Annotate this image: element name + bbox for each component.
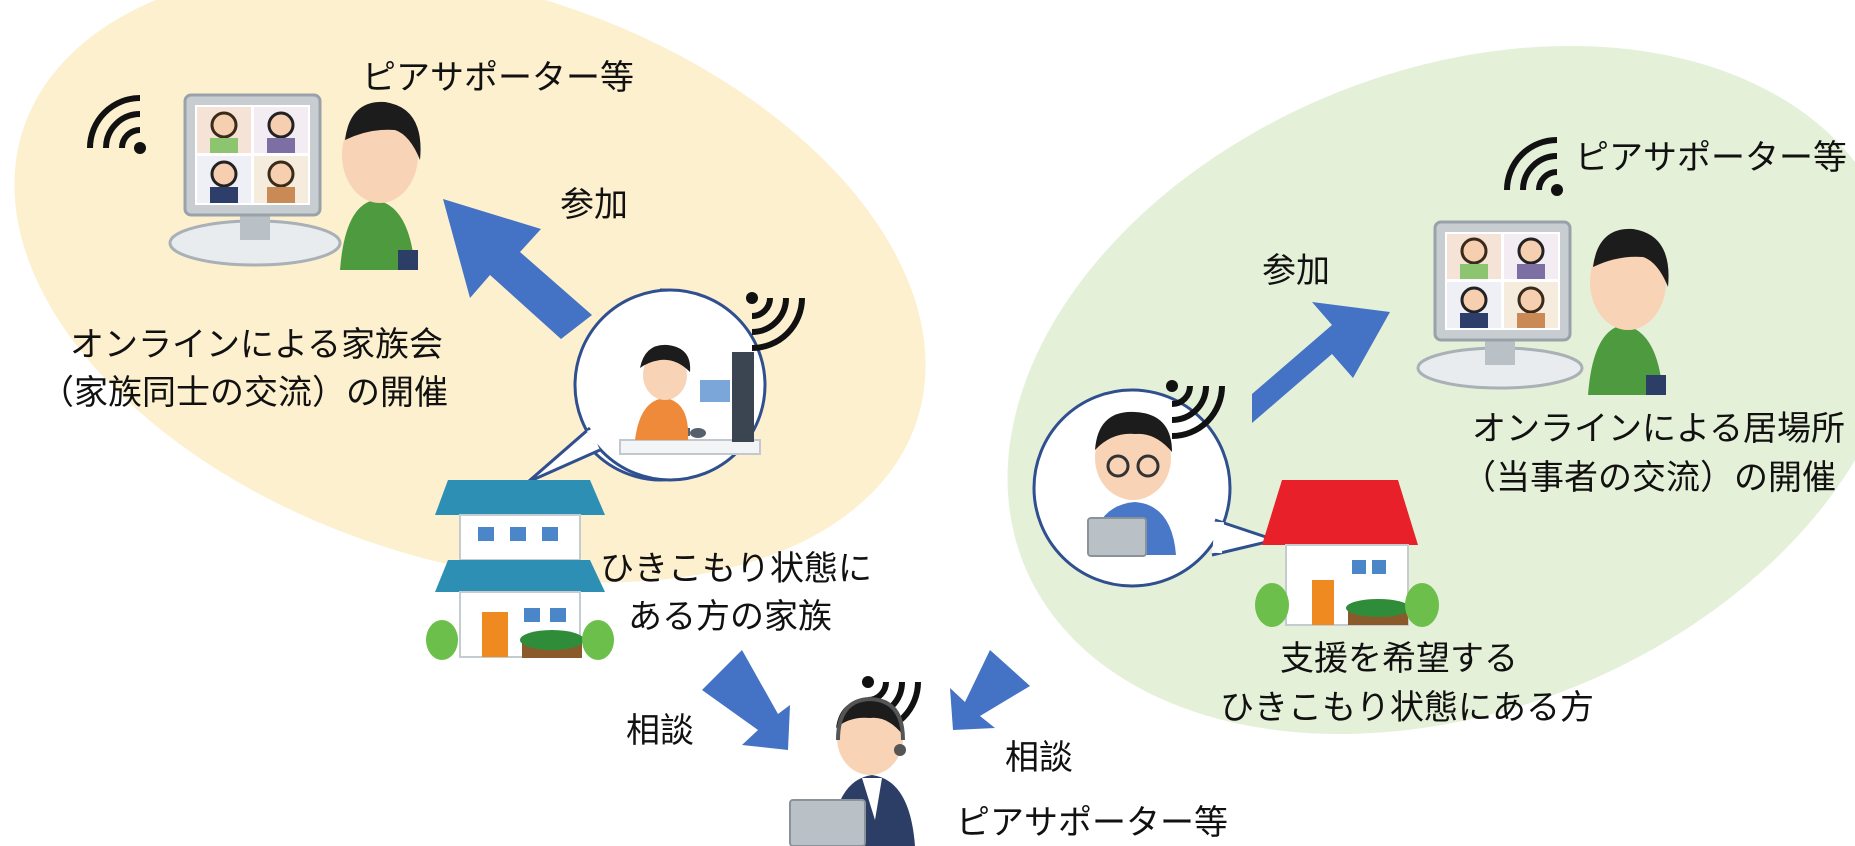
family-label-line2: ある方の家族	[628, 597, 832, 637]
person-house-icon	[1255, 480, 1439, 627]
wifi-icon	[1166, 380, 1225, 439]
participant-icon	[197, 156, 251, 203]
consult-label-right: 相談	[1005, 738, 1073, 778]
consult-arrow-left	[702, 650, 790, 750]
family-house-icon	[426, 480, 614, 660]
family-meeting-title-line1: オンラインによる家族会	[70, 325, 443, 365]
participant-icon	[1504, 234, 1558, 279]
participant-icon	[254, 107, 308, 153]
join-arrow-left	[443, 199, 592, 339]
online-place-title-line2: （当事者の交流）の開催	[1462, 458, 1836, 498]
consult-arrow-right	[950, 650, 1030, 730]
right-join-label: 参加	[1262, 251, 1330, 291]
participant-icon	[197, 107, 251, 153]
participant-icon	[1504, 282, 1558, 328]
video-meeting-monitor-icon	[1416, 220, 1584, 390]
peer-supporter-icon	[1588, 228, 1669, 395]
participant-icon	[1447, 234, 1501, 279]
family-label-line1: ひきこもり状態に	[600, 549, 872, 589]
consult-label-left: 相談	[626, 711, 694, 751]
online-place-title-line1: オンラインによる居場所	[1472, 409, 1845, 449]
wifi-icon	[746, 292, 805, 351]
peer-supporter-icon	[340, 101, 421, 270]
participant-icon	[254, 156, 308, 203]
left-join-label: 参加	[560, 185, 628, 225]
right-peer-supporter-label: ピアサポーター等	[1575, 138, 1847, 178]
wifi-icon	[87, 95, 146, 154]
wifi-icon	[1504, 137, 1563, 196]
person-label-line1: 支援を希望する	[1280, 639, 1518, 679]
person-with-laptop-icon	[1087, 411, 1176, 557]
join-arrow-right	[1252, 302, 1390, 423]
counselor-with-headset-icon	[789, 696, 915, 846]
person-at-computer-icon	[619, 344, 761, 455]
counselor-peer-supporter-label: ピアサポーター等	[956, 803, 1228, 843]
left-peer-supporter-label: ピアサポーター等	[362, 58, 634, 98]
family-meeting-title-line2: （家族同士の交流）の開催	[40, 373, 448, 413]
person-label-line2: ひきこもり状態にある方	[1220, 688, 1594, 728]
participant-icon	[1447, 282, 1501, 328]
video-meeting-monitor-icon	[168, 93, 342, 267]
person-region	[1007, 45, 1855, 735]
